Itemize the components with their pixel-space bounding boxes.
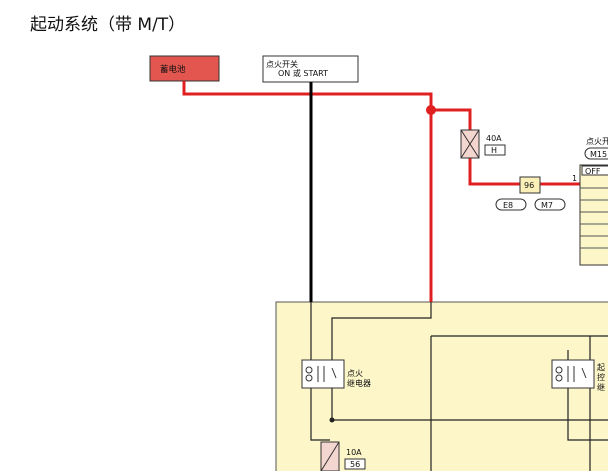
right-switch-connector-tag	[584, 147, 608, 160]
ignition-relay-box	[301, 359, 345, 389]
right-relay-label-2: 控	[597, 372, 605, 382]
connector-tag-e8-label: E8	[503, 201, 513, 210]
right-relay-label-3: 继	[597, 382, 605, 392]
module-junction-dot	[329, 417, 335, 423]
fuse-40a-rating: 40A	[486, 134, 502, 143]
ignition-relay-label: 点火	[347, 369, 363, 378]
fuse-10a-diag	[320, 441, 340, 472]
connector-tag-m7	[534, 198, 566, 211]
power-wires	[182, 81, 582, 302]
right-switch-position: OFF	[585, 167, 601, 176]
right-relay-coil	[555, 366, 587, 382]
power-junction-dot	[426, 105, 436, 115]
fuse-40a-code-box	[484, 144, 506, 156]
fuse-10a-code: 56	[350, 460, 360, 469]
battery-label: 蓄电池	[160, 64, 186, 75]
fuse-40a-lower-wire	[468, 158, 520, 186]
right-switch-off-cell	[581, 165, 608, 176]
ignition-relay-coil	[305, 366, 337, 382]
right-switch-rows	[580, 187, 608, 249]
right-switch-block	[579, 164, 608, 266]
fuse-10a-rating: 10A	[346, 448, 362, 457]
fuse-40a-code: H	[491, 146, 497, 155]
connector-96-box	[519, 176, 541, 194]
right-switch-label: 点火开	[586, 137, 608, 146]
ignition-switch-position: ON 或 START	[278, 68, 328, 78]
ignition-switch-box	[262, 55, 359, 83]
fuse-40a-upper-wire	[431, 108, 472, 130]
ignition-relay-label-2: 继电器	[347, 378, 371, 388]
diagram-title: 起动系统（带 M/T）	[30, 15, 185, 35]
connector-tag-m7-label: M7	[541, 201, 553, 210]
right-switch-connector: M15	[590, 150, 607, 159]
ignition-switch-label: 点火开关	[266, 59, 298, 69]
connector-96-pin: 96	[524, 181, 534, 190]
battery-box	[149, 55, 220, 82]
connector-tag-e8	[495, 198, 527, 211]
fuse-10a-code-box	[344, 458, 366, 470]
battery-feed-wire	[182, 81, 433, 302]
fuse-40a-diag-b	[460, 129, 480, 159]
right-relay-label: 起	[597, 363, 605, 372]
right-switch-pin: 1	[572, 174, 577, 183]
right-relay-box	[551, 359, 595, 389]
